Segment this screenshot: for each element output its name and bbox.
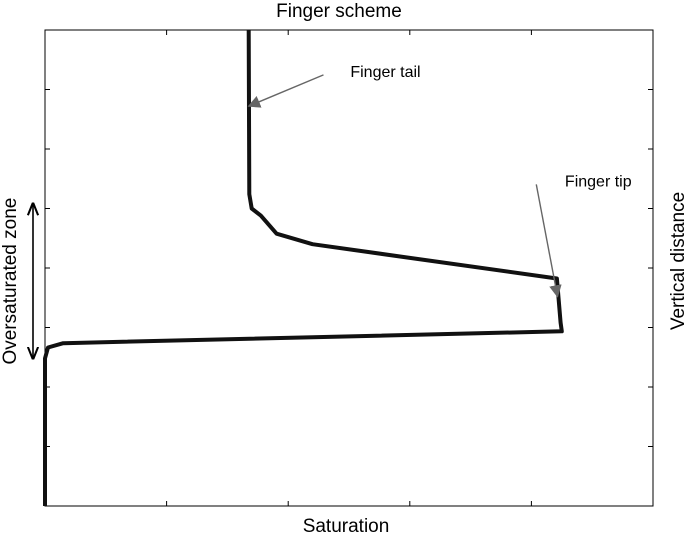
series-layer [43, 29, 564, 506]
y-axis-label: Vertical distance [668, 192, 685, 330]
annotation-arrow [247, 74, 324, 108]
series-line-1 [43, 29, 564, 506]
annotation-label: Finger tip [565, 174, 632, 191]
annotation-arrow [535, 184, 562, 298]
annotation-label: Finger tail [350, 64, 420, 81]
plot-area-frame [44, 29, 654, 507]
oversaturated-zone-label: Oversaturated zone [0, 198, 21, 365]
chart-title: Finger scheme [276, 1, 402, 22]
x-axis-label: Saturation [303, 516, 390, 537]
